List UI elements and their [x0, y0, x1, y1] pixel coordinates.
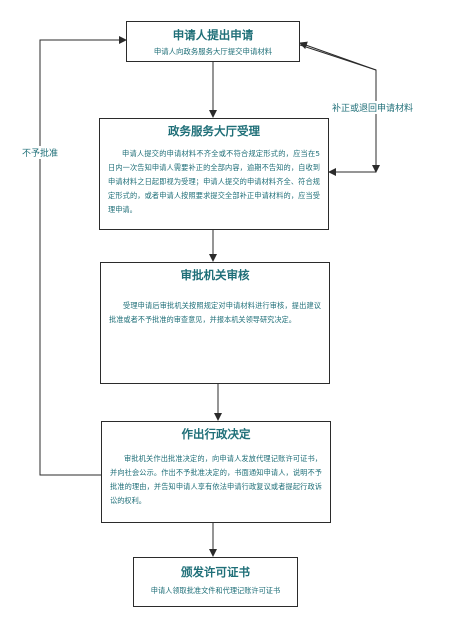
step-accept-box: 政务服务大厅受理 申请人提交的申请材料不齐全或不符合规定形式的，应当在5日内一次…	[99, 118, 329, 230]
step-issue-subtitle: 申请人领取批准文件和代理记账许可证书	[150, 586, 281, 595]
step-issue-title: 颁发许可证书	[181, 565, 250, 579]
step-issue-box: 颁发许可证书 申请人领取批准文件和代理记账许可证书	[133, 557, 298, 607]
step-apply-title: 申请人提出申请	[172, 28, 254, 42]
reject-label: 不予批准	[22, 146, 59, 159]
step-review-box: 审批机关审核 受理申请后审批机关按照规定对申请材料进行审核，提出建议批准或者不予…	[100, 262, 330, 384]
step-apply-subtitle: 申请人向政务服务大厅提交申请材料	[153, 47, 273, 56]
step-decide-title: 作出行政决定	[181, 427, 251, 441]
step-review-body: 受理申请后审批机关按照规定对申请材料进行审核，提出建议批准或者不予批准的审查意见…	[109, 301, 321, 324]
step-decide-body: 审批机关作出批准决定的，向申请人发放代理记账许可证书，并向社会公示。作出不予批准…	[110, 454, 322, 505]
supplement-label: 补正或退回申请材料	[332, 101, 414, 114]
step-accept-body: 申请人提交的申请材料不齐全或不符合规定形式的，应当在5日内一次告知申请人需要补正…	[108, 149, 320, 214]
step-review-title: 审批机关审核	[180, 268, 250, 282]
step-decide-box: 作出行政决定 审批机关作出批准决定的，向申请人发放代理记账许可证书，并向社会公示…	[101, 421, 331, 523]
reject-loop-line	[39, 36, 127, 476]
step-accept-title: 政务服务大厅受理	[168, 124, 260, 138]
step-apply-box: 申请人提出申请 申请人向政务服务大厅提交申请材料	[126, 21, 300, 62]
supplement-loop-line	[299, 44, 380, 173]
